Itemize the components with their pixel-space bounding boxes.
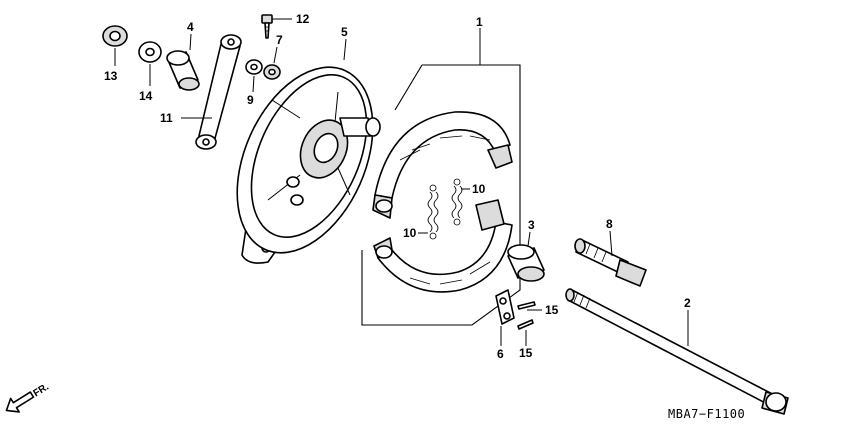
part-6-plate: [495, 289, 515, 325]
label-part-6: 6: [497, 347, 504, 361]
front-direction-label: FR.: [31, 381, 51, 399]
label-part-14: 14: [139, 89, 153, 103]
label-part-7: 7: [276, 33, 283, 47]
label-part-15-upper: 15: [545, 303, 559, 317]
label-part-9: 9: [247, 93, 254, 107]
part-4-collar: [166, 50, 200, 91]
label-part-15-lower: 15: [519, 346, 533, 360]
part-12-bolt: [261, 14, 273, 39]
part-5-brake-panel: [236, 66, 381, 264]
part-8-brake-cam: [574, 238, 647, 287]
label-part-5: 5: [341, 25, 348, 39]
part-13-nut: [102, 25, 128, 47]
front-direction-arrow: FR.: [5, 381, 51, 413]
part-14-washer: [138, 41, 162, 63]
diagram-code: MBA7−F1100: [668, 407, 745, 421]
label-part-1: 1: [476, 15, 483, 29]
part-2-axle: [565, 288, 789, 415]
leader-lines: [114, 18, 689, 346]
label-part-12: 12: [296, 12, 310, 26]
label-part-4: 4: [187, 20, 194, 34]
label-part-11: 11: [160, 111, 173, 125]
label-part-2: 2: [684, 296, 691, 310]
label-part-8: 8: [606, 217, 613, 231]
label-part-3: 3: [528, 218, 535, 232]
label-part-13: 13: [104, 69, 118, 83]
lower-brake-shoe: [373, 199, 513, 293]
part-3-collar: [507, 244, 545, 282]
part-11-torque-link: [195, 34, 242, 150]
label-part-10-lower: 10: [403, 226, 417, 240]
part-7-nut: [263, 64, 281, 80]
part-15-cotter-pins: [517, 301, 536, 330]
part-9-washer: [245, 59, 263, 75]
label-part-10-upper: 10: [472, 182, 486, 196]
part-1-assembly-outline: [361, 64, 521, 326]
upper-brake-shoe: [372, 111, 513, 219]
part-10-springs: [427, 178, 463, 240]
